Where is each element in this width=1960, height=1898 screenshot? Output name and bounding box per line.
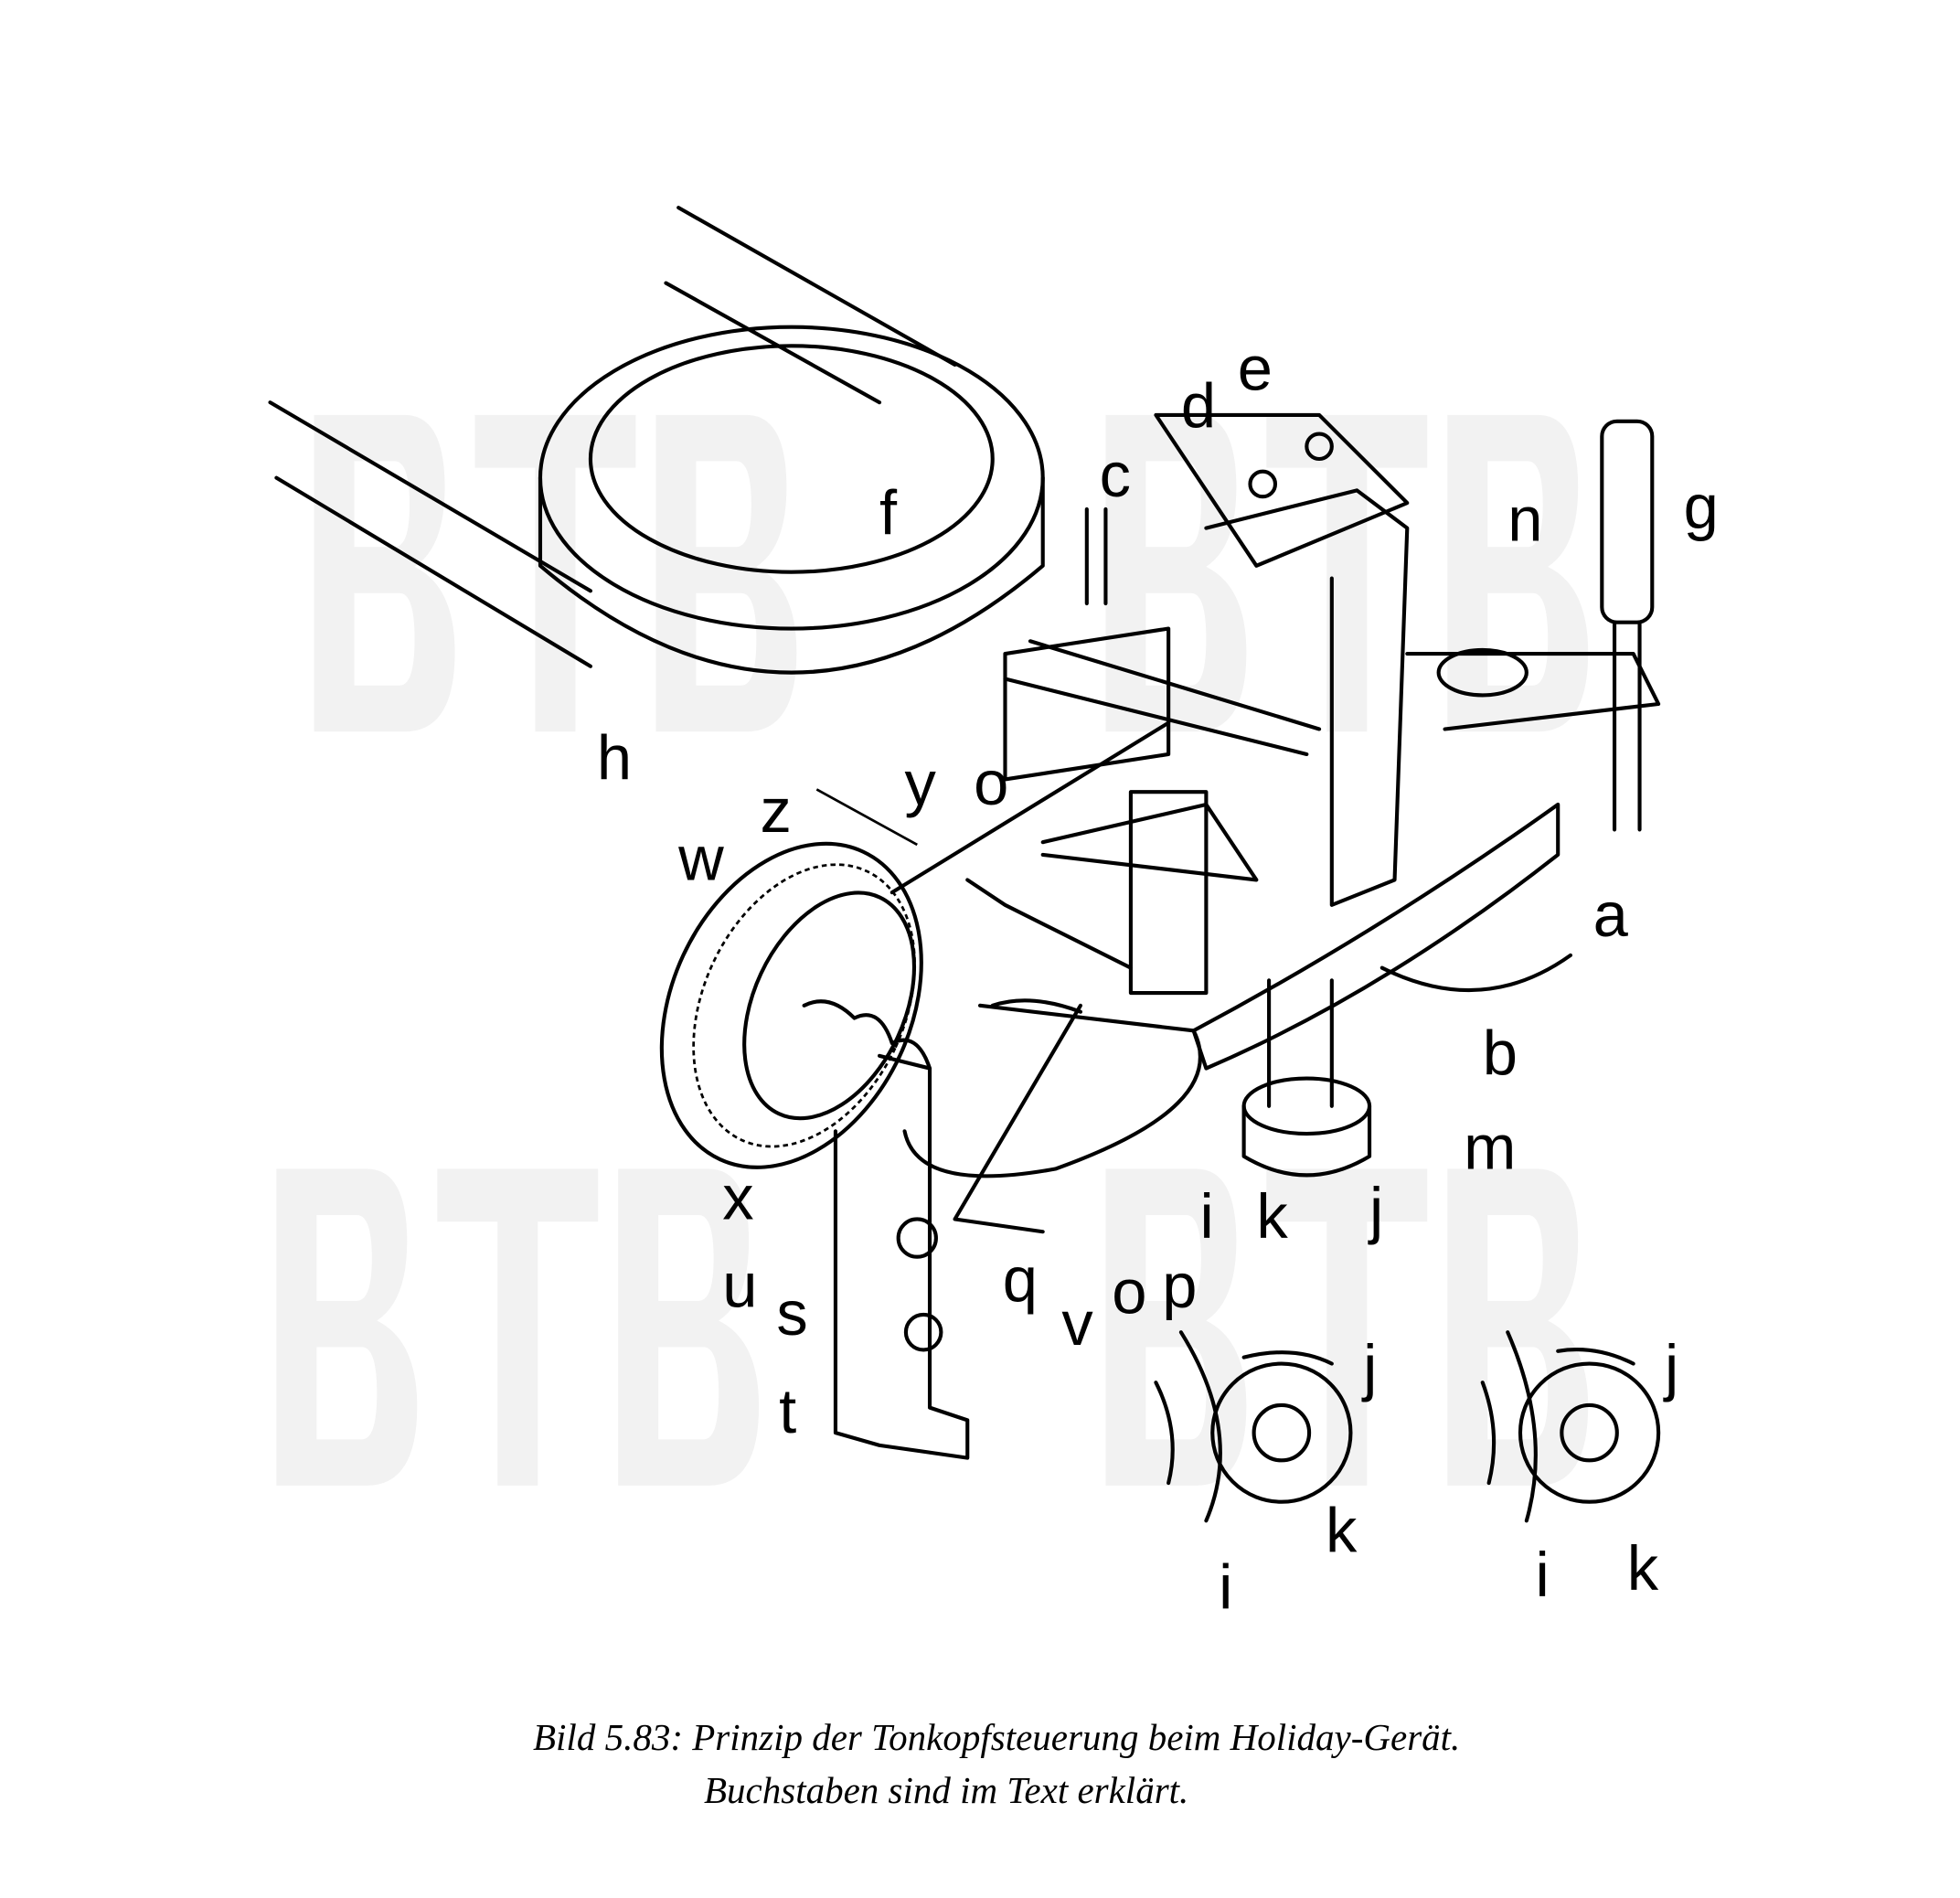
label-j: j: [1368, 1175, 1383, 1245]
pin-c: [1084, 506, 1108, 606]
label-v: v: [1061, 1288, 1093, 1359]
cam-plate-i: [902, 1003, 1202, 1178]
label-i: i: [1200, 1181, 1214, 1252]
label-z: z: [760, 775, 791, 846]
arrow-b: [1379, 953, 1573, 993]
detail-view-2: [1480, 1330, 1661, 1523]
label-x: x: [722, 1162, 753, 1232]
label-n: n: [1507, 484, 1542, 554]
label-t: t: [779, 1376, 796, 1446]
tape-band-left: [268, 400, 593, 668]
label-f: f: [879, 477, 898, 548]
pivot-t: [903, 1312, 943, 1352]
label-y: y: [905, 748, 937, 818]
part-labels: e d c f g n h o y z w a b m x u s q v o …: [597, 333, 1719, 1622]
label-k: k: [1256, 1181, 1288, 1252]
label-s: s: [776, 1278, 807, 1349]
watermark: [276, 414, 1589, 1486]
label-a: a: [1593, 880, 1629, 950]
label-c: c: [1100, 440, 1131, 510]
gear-wheel-wz: [659, 841, 923, 1169]
label-h: h: [597, 722, 632, 793]
arrow-v: [990, 998, 1083, 1014]
figure-caption-line1: Bild 5.83: Prinzip der Tonkopfsteuerung …: [533, 1716, 1461, 1758]
tape-band-upper: [664, 206, 957, 405]
label-u: u: [722, 1251, 757, 1321]
head-drum: [538, 325, 1045, 675]
arrow-y: [815, 788, 918, 847]
pivot-s: [896, 1217, 938, 1259]
spring-x: [802, 999, 932, 1071]
label-o-lower: o: [1112, 1257, 1146, 1328]
label-i-detail2: i: [1535, 1540, 1549, 1610]
label-q: q: [1003, 1244, 1038, 1315]
wire-y: [889, 720, 1171, 1234]
label-i-detail1: i: [1219, 1552, 1232, 1623]
bracket-t: [833, 1053, 970, 1460]
label-k-detail2: k: [1627, 1533, 1659, 1604]
label-k-detail1: k: [1326, 1496, 1358, 1566]
label-g: g: [1684, 472, 1719, 542]
label-m: m: [1464, 1113, 1516, 1183]
label-b: b: [1483, 1018, 1518, 1088]
lever-b: [1191, 802, 1561, 1071]
detail-view-1: [1154, 1330, 1353, 1523]
label-d: d: [1181, 371, 1216, 442]
roller-jk: [1241, 978, 1372, 1178]
label-o: o: [974, 748, 1008, 818]
guide-post-g: [1405, 419, 1661, 832]
head-assembly: [1003, 412, 1410, 996]
label-w: w: [677, 823, 724, 893]
label-j-detail2: j: [1663, 1332, 1678, 1402]
label-e: e: [1238, 333, 1273, 403]
figure-caption-line2: Buchstaben sind im Text erklärt.: [704, 1769, 1189, 1811]
label-j-detail1: j: [1361, 1332, 1377, 1402]
label-p: p: [1162, 1251, 1197, 1321]
